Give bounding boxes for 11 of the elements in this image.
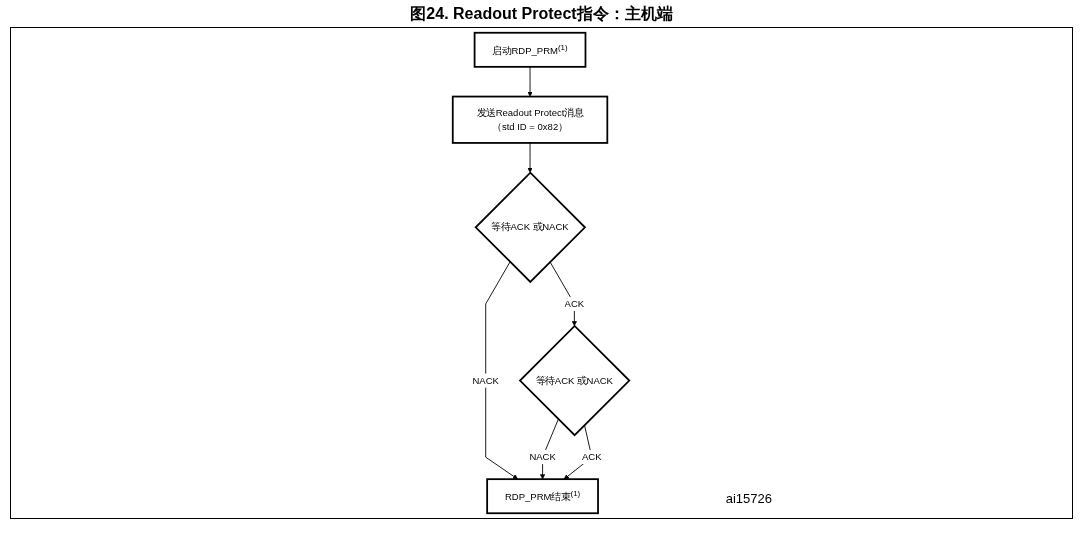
node-box: 启动RDP_PRM$^{(1)}$ [474,31,587,68]
node-box: 发送Readout Protect消息（std ID = 0x82） [452,95,609,144]
edge-label: ACK [582,451,603,462]
figure-code: ai15726 [725,491,772,506]
node-box: RDP_PRM结束$^{(1)}$ [486,478,600,515]
edge-label: NACK [472,375,500,386]
node-diamond: 等待ACK 或NACK [519,324,631,437]
edge-label: ACK [565,298,585,309]
node-diamond: 等待ACK 或NACK [474,171,587,284]
edge-label: NACK [529,451,557,462]
diagram-title: 图24. Readout Protect指令：主机端 [409,4,674,24]
